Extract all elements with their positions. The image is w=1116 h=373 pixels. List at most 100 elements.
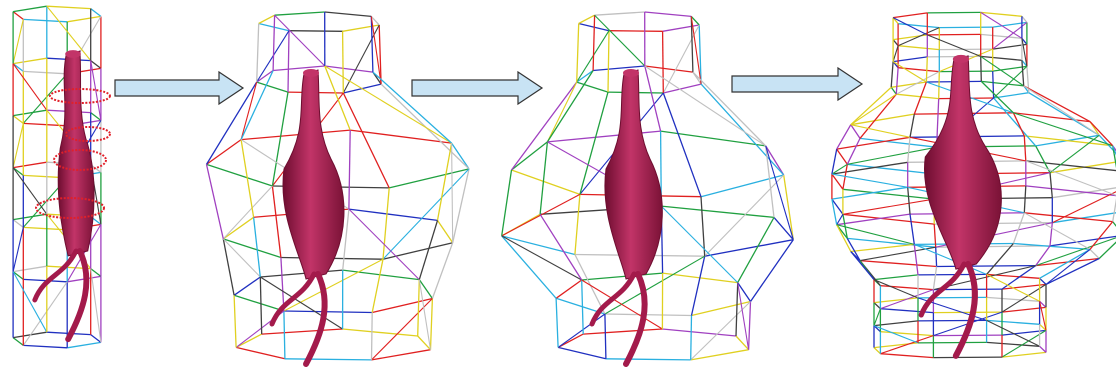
lattice-edge — [576, 69, 594, 83]
lattice-edge — [1023, 135, 1027, 161]
lattice-edge — [773, 216, 794, 241]
stage-2-vessel — [269, 69, 345, 367]
lattice-edge — [1001, 306, 1047, 313]
lattice-edge — [907, 187, 911, 215]
lattice-edge — [1024, 212, 1113, 223]
lattice-edge — [986, 319, 1040, 325]
lattice-edge — [287, 30, 290, 93]
lattice-edge — [378, 24, 382, 85]
lattice-edge — [222, 216, 254, 240]
lattice-edge — [451, 142, 470, 170]
lattice-edge — [382, 187, 390, 260]
lattice-edge — [690, 349, 749, 361]
lattice-edge — [67, 15, 102, 23]
lattice-edge — [12, 63, 48, 111]
lattice-edge — [927, 11, 981, 14]
lattice-edge — [992, 65, 1027, 72]
lattice-edge — [12, 271, 24, 280]
lattice-edge — [644, 65, 767, 147]
lattice-edge — [907, 137, 911, 163]
lattice-edge — [892, 61, 927, 83]
lattice-edge — [939, 26, 993, 29]
lattice-edge — [555, 298, 559, 348]
lattice-edge — [240, 81, 258, 140]
lattice-edge — [1052, 191, 1116, 224]
lattice-edge — [1013, 112, 1091, 123]
lattice-edge — [1089, 248, 1100, 259]
lattice-edge — [980, 56, 982, 82]
vessel-branch — [65, 248, 90, 343]
lattice-edge — [927, 55, 981, 58]
lattice-edge — [873, 347, 881, 355]
lattice-edge — [880, 335, 934, 355]
lattice-edge — [1035, 145, 1051, 174]
lattice-edge — [501, 235, 582, 281]
lattice-edge — [1049, 134, 1100, 174]
lattice-edge — [896, 71, 940, 95]
lattice-edge — [1001, 283, 1047, 290]
lattice-edge — [578, 14, 595, 25]
lattice-edge — [690, 16, 694, 73]
lattice-edge — [12, 123, 24, 168]
lattice-edge — [22, 73, 68, 124]
lattice-edge — [592, 15, 596, 71]
lattice-edge — [382, 168, 470, 260]
lattice-edge — [842, 188, 935, 200]
lattice-edge — [235, 346, 286, 360]
lattice-edge — [451, 143, 454, 243]
lattice-edge — [914, 243, 987, 275]
lattice-edge — [23, 18, 68, 23]
vessel-branch — [623, 271, 648, 367]
lattice-edge — [873, 325, 919, 344]
lattice-edge — [233, 295, 237, 348]
lattice-edge — [890, 86, 897, 95]
lattice-edge — [897, 27, 940, 47]
lattice-edge — [574, 254, 606, 315]
lattice-edge — [581, 279, 663, 330]
lattice-edge — [913, 244, 919, 275]
lattice-edge — [240, 70, 274, 140]
lattice-edge — [12, 63, 24, 72]
lattice-edge — [283, 258, 384, 312]
lattice-edge — [859, 259, 937, 268]
lattice-edge — [847, 237, 936, 248]
lattice-edge — [1052, 187, 1116, 199]
lattice-edge — [1052, 212, 1116, 224]
lattice-edge — [836, 224, 915, 245]
lattice-edge — [892, 17, 928, 36]
lattice-edge — [1039, 345, 1047, 353]
lattice-edge — [342, 209, 350, 271]
lattice-edge — [661, 31, 664, 94]
lattice-edge — [539, 213, 583, 281]
lattice-edge — [1021, 15, 1028, 23]
cross-section-ring — [65, 126, 111, 142]
lattice-edge — [765, 145, 775, 218]
lattice-edge — [288, 30, 343, 32]
lattice-edge — [663, 83, 702, 94]
lattice-edge — [704, 239, 794, 257]
vessel-body — [282, 69, 345, 280]
lattice-edge — [836, 124, 852, 150]
lattice-edge — [350, 129, 452, 144]
lattice-edge — [259, 276, 263, 335]
stage-2-lattice — [205, 11, 470, 361]
lattice-edge — [223, 238, 282, 259]
lattice-edge — [880, 331, 934, 337]
lattice-edge — [690, 15, 700, 26]
lattice-edge — [342, 92, 390, 189]
lattice-edge — [1021, 37, 1028, 45]
lattice-edge — [1035, 245, 1051, 266]
lattice-edge — [986, 319, 1040, 347]
lattice-edge — [850, 243, 915, 253]
lattice-edge — [690, 301, 751, 361]
lattice-edge — [431, 242, 454, 299]
lattice-edge — [342, 328, 418, 337]
lattice-edge — [205, 164, 224, 240]
lattice-edge — [222, 238, 235, 296]
lattice-edge — [700, 196, 706, 257]
lattice-edge — [644, 11, 692, 18]
lattice-edge — [1021, 38, 1028, 67]
lattice-edge — [429, 298, 434, 350]
lattice-edge — [90, 112, 102, 121]
lattice-edge — [576, 23, 580, 83]
